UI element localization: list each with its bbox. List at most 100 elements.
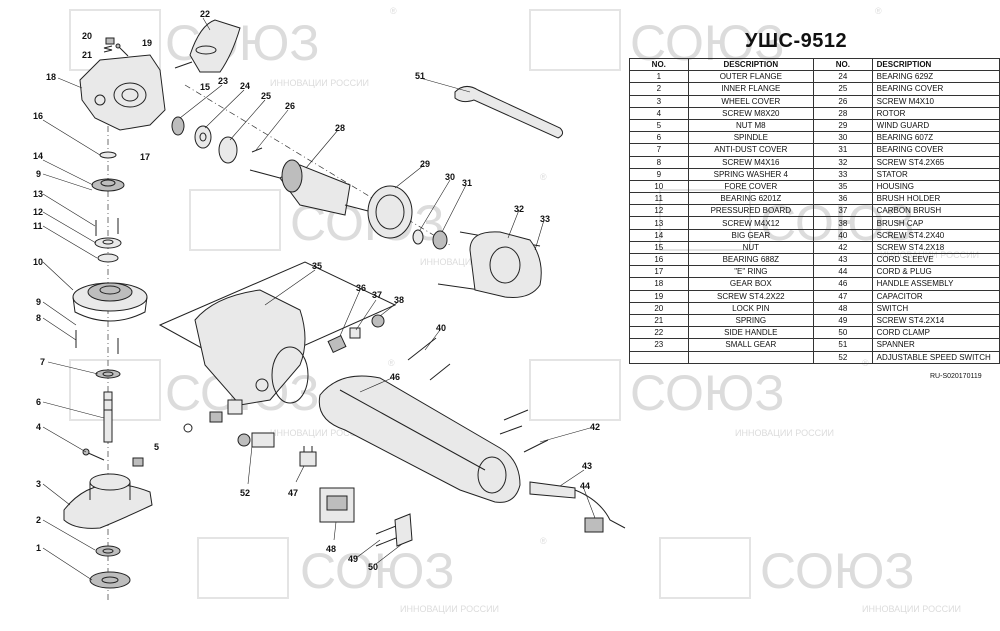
header-description-right: DESCRIPTION (871, 57, 1000, 72)
part-no: 47 (813, 289, 873, 303)
callout-16: 16 (33, 111, 43, 121)
bearing-cover-31 (432, 230, 448, 250)
capacitor-47 (299, 446, 317, 467)
part-description: SCREW ST4.2X65 (871, 155, 1000, 169)
watermark-tagline: ИННОВАЦИИ РОССИИ (270, 428, 369, 438)
cord-plug-44 (574, 489, 626, 533)
screw-19 (115, 43, 129, 57)
part-description: CORD SLEEVE (871, 252, 1000, 267)
part-no: 22 (629, 326, 689, 340)
part-description: WIND GUARD (871, 118, 1000, 133)
callout-38: 38 (394, 295, 404, 305)
part-description: SCREW M8X20 (687, 106, 815, 120)
callout-7: 7 (40, 357, 45, 367)
part-no: 5 (629, 118, 689, 133)
part-description: GEAR BOX (687, 277, 815, 291)
part-no: 25 (813, 82, 873, 96)
part-no: 32 (813, 155, 873, 169)
part-description: SPINDLE (687, 131, 815, 145)
callout-37: 37 (372, 290, 382, 300)
bearing-11 (97, 253, 119, 263)
callout-9-lower: 9 (36, 297, 41, 307)
housing-35 (158, 261, 397, 406)
part-no: 14 (629, 228, 689, 242)
part-description: HANDLE ASSEMBLY (871, 277, 1000, 291)
watermark-bottom-right: СОЮЗ ИННОВАЦИИ РОССИИ (659, 537, 961, 614)
part-no: 17 (629, 265, 689, 279)
wheel-cover-3 (63, 473, 153, 529)
part-description: SCREW M4X12 (687, 216, 815, 230)
watermark-brand: СОЮЗ (760, 543, 915, 599)
bearing-24 (194, 125, 212, 149)
part-no: 3 (629, 94, 689, 108)
part-no (629, 350, 689, 364)
leader-lines (42, 17, 596, 581)
part-description: BEARING 607Z (871, 131, 1000, 145)
callout-13: 13 (33, 189, 43, 199)
callout-30: 30 (445, 172, 455, 182)
part-description: STATOR (871, 167, 1000, 181)
callout-31: 31 (462, 178, 472, 188)
callout-10: 10 (33, 257, 43, 267)
bearing-16 (99, 151, 117, 159)
callout-29: 29 (420, 159, 430, 169)
small-screws-left (75, 218, 119, 354)
bearing-30 (412, 229, 424, 245)
small-gear-23 (171, 116, 185, 136)
watermark-lower-right: СОЮЗ ИННОВАЦИИ РОССИИ ® (529, 358, 869, 438)
part-description: NUT (687, 240, 815, 255)
callout-47: 47 (288, 488, 298, 498)
part-description: SCREW M4X10 (871, 94, 1000, 108)
part-description: SIDE HANDLE (687, 326, 815, 340)
part-description: SCREW ST4.2X40 (871, 228, 1000, 242)
fore-cover-10 (72, 282, 148, 322)
part-description: CARBON BRUSH (871, 204, 1000, 218)
model-title: УШС-9512 (745, 30, 848, 52)
callout-51: 51 (415, 71, 425, 81)
part-description: INNER FLANGE (687, 82, 815, 96)
part-no: 9 (629, 167, 689, 181)
header-description-left: DESCRIPTION (687, 57, 815, 72)
part-no: 38 (813, 216, 873, 230)
part-description: BEARING COVER (871, 82, 1000, 96)
speed-switch-52 (237, 432, 275, 448)
part-description: ROTOR (871, 106, 1000, 120)
callout-35: 35 (312, 261, 322, 271)
part-no: 37 (813, 204, 873, 218)
callout-40: 40 (436, 323, 446, 333)
callout-labels: 1 2 3 4 5 6 7 8 9 9 10 11 12 13 14 15 16… (33, 9, 600, 572)
callout-24: 24 (240, 81, 250, 91)
callout-50: 50 (368, 562, 378, 572)
part-description: CAPACITOR (871, 289, 1000, 303)
handle-assembly-46 (318, 375, 521, 503)
callout-18: 18 (46, 72, 56, 82)
nut-5 (132, 457, 144, 467)
part-no: 51 (813, 338, 873, 352)
small-parts-housing (183, 399, 243, 433)
callout-19: 19 (142, 38, 152, 48)
watermark-tagline: ИННОВАЦИИ РОССИИ (400, 604, 499, 614)
part-no: 19 (629, 289, 689, 303)
part-description: HOUSING (871, 179, 1000, 194)
inner-flange-2 (95, 545, 121, 557)
part-no: 11 (629, 192, 689, 206)
callout-6: 6 (36, 397, 41, 407)
part-no: 44 (813, 265, 873, 279)
header-no-right: NO. (813, 57, 873, 72)
part-description: CORD & PLUG (871, 265, 1000, 279)
part-description: SCREW ST4.2X22 (687, 289, 815, 303)
bearing-cover-25 (218, 136, 238, 164)
callout-28: 28 (335, 123, 345, 133)
watermark-tagline: ИННОВАЦИИ РОССИИ (420, 257, 519, 267)
